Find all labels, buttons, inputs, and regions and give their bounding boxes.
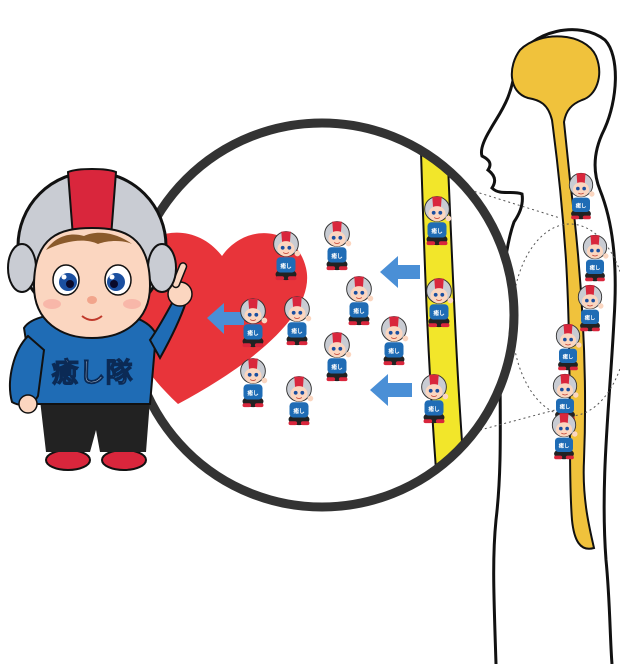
mascot-shirt-text: 癒し隊 — [52, 357, 133, 389]
magnifier-circle-icon — [121, 120, 514, 520]
mini-mascot — [583, 235, 608, 281]
mini-mascot — [569, 173, 594, 219]
